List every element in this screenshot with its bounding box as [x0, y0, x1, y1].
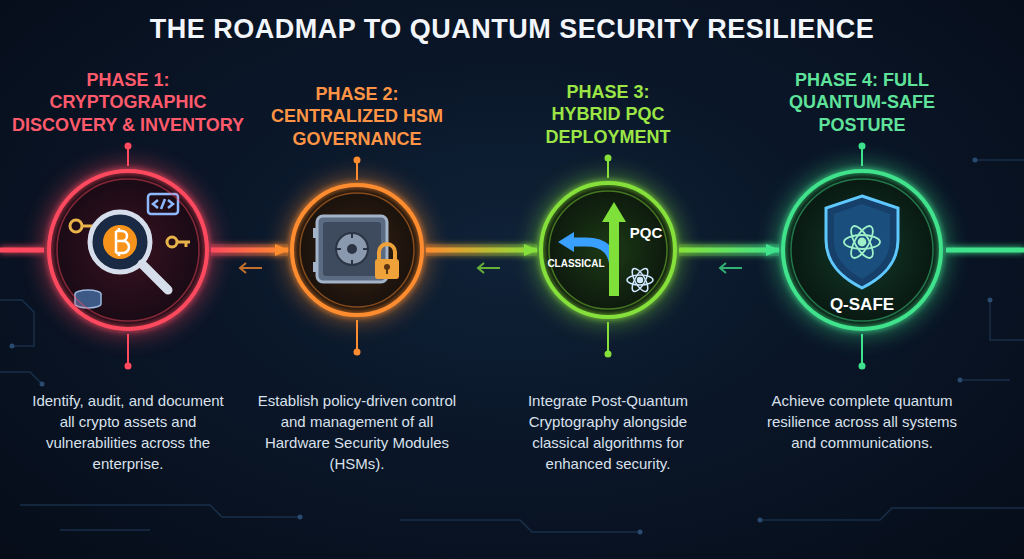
circle-outline: [538, 180, 678, 320]
phase-circle: PHASE 1: CRYPTOGRAPHIC DISCOVERY & INVEN…: [46, 168, 210, 332]
diagram-title: THE ROADMAP TO QUANTUM SECURITY RESILIEN…: [0, 14, 1024, 45]
hybrid-fork-icon: [558, 202, 653, 296]
return-arrow: [240, 263, 262, 273]
glow-band: [946, 248, 1024, 253]
hsm-safe-icon: [313, 216, 399, 282]
phase-connector: [426, 248, 537, 253]
circle-ring: [541, 183, 675, 317]
circuit-traces: [0, 160, 1024, 532]
return-arrow: [478, 263, 500, 273]
circle-halo: [774, 162, 950, 338]
phase-connector: [679, 248, 779, 253]
glow-band: [0, 248, 44, 253]
circle-ring: [292, 185, 422, 315]
connector-glow: [211, 244, 288, 256]
icon-label: CLASSICAL: [547, 259, 604, 269]
phase-description: Integrate Post-Quantum Cryptography alon…: [506, 390, 711, 474]
phase-connector: [211, 248, 288, 253]
circle-fill: [48, 170, 208, 330]
circle-ring: [49, 171, 207, 329]
discovery-icon: [70, 194, 190, 308]
circle-halo: [532, 174, 684, 326]
circle-fill: [782, 170, 942, 330]
circle-halo: [283, 176, 431, 324]
circle-fill: [291, 184, 423, 316]
circle-inner-ring: [300, 193, 414, 307]
phase-heading: PHASE 1: CRYPTOGRAPHIC DISCOVERY & INVEN…: [6, 69, 250, 137]
stems: [125, 143, 866, 370]
circle-inner-ring: [791, 179, 933, 321]
phase-circle: PHASE 4: FULL QUANTUM-SAFE POSTUREQ-SAFE…: [780, 168, 944, 332]
circle-inner-ring: [549, 191, 667, 309]
icon-label: PQC: [630, 225, 663, 240]
phase-description: Achieve complete quantum resilience acro…: [762, 390, 962, 453]
circuit-dots: [10, 158, 993, 535]
connector-glow: [426, 244, 537, 256]
phase-heading: PHASE 3: HYBRID PQC DEPLOYMENT: [533, 81, 683, 149]
circle-fill: [540, 182, 676, 318]
quantum-shield-icon: [826, 196, 898, 288]
phase-description: Establish policy-driven control and mana…: [255, 390, 460, 474]
circle-inner-ring: [57, 179, 199, 321]
phase-circle: PHASE 2: CENTRALIZED HSM GOVERNANCEEstab…: [289, 182, 425, 318]
phase-heading: PHASE 4: FULL QUANTUM-SAFE POSTURE: [762, 69, 962, 137]
circle-ring: [783, 171, 941, 329]
circle-halo: [40, 162, 216, 338]
circle-outline: [46, 168, 210, 332]
icon-label: Q-SAFE: [830, 296, 894, 313]
connector-glow: [679, 244, 779, 256]
phase-description: Identify, audit, and document all crypto…: [26, 390, 231, 474]
phase-heading: PHASE 2: CENTRALIZED HSM GOVERNANCE: [255, 83, 460, 151]
circle-outline: [289, 182, 425, 318]
return-arrow: [720, 263, 742, 273]
phase-circle: PHASE 3: HYBRID PQC DEPLOYMENTPQCCLASSIC…: [538, 180, 678, 320]
